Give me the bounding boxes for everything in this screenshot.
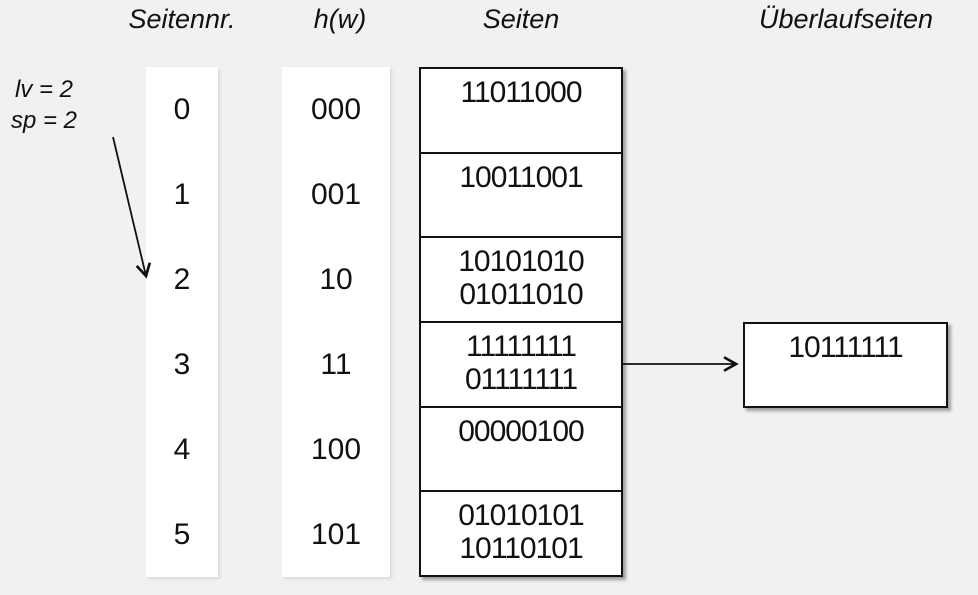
page-record-value: 11111111 — [466, 330, 577, 364]
header-hash-function: h(w) — [313, 4, 367, 34]
page-record-value: 10011001 — [459, 160, 583, 194]
page-record-value: 10110101 — [459, 532, 583, 566]
page-record-value — [421, 109, 621, 142]
page-row: 10101010 01011010 — [421, 238, 621, 324]
page-row: 11011000 — [421, 69, 621, 154]
level-split-annotation: lv = 2 sp = 2 — [6, 74, 82, 136]
split-pointer-arrow — [112, 136, 152, 279]
split-pointer-value: sp = 2 — [10, 107, 78, 134]
page-number-value: 2 — [173, 262, 191, 296]
hash-value: 101 — [310, 517, 362, 551]
page-number-value: 0 — [173, 92, 191, 126]
hash-value: 10 — [319, 262, 353, 296]
page-record-value — [421, 194, 621, 227]
overflow-page-box: 10111111 — [743, 322, 948, 408]
hash-value: 11 — [320, 347, 352, 381]
page-record-value: 01010101 — [458, 499, 584, 533]
page-number-value: 5 — [173, 517, 191, 551]
overflow-record-value: 10111111 — [788, 331, 903, 364]
level-value: lv = 2 — [14, 76, 74, 103]
hash-value: 000 — [310, 92, 362, 126]
page-row: 10011001 — [421, 154, 621, 239]
page-number-value: 3 — [173, 347, 191, 381]
pages-bucket-stack: 11011000 10011001 10101010 01011010 1111… — [419, 67, 623, 577]
hash-value: 100 — [310, 432, 362, 466]
page-record-value: 11011000 — [460, 76, 582, 109]
header-ueberlaufseiten: Überlaufseiten — [758, 4, 934, 34]
seitennr-column-strip — [146, 67, 218, 577]
page-number-value: 1 — [173, 177, 191, 211]
header-seiten: Seiten — [482, 4, 560, 34]
header-seitennr: Seitennr. — [128, 4, 236, 34]
page-record-value: 01011010 — [459, 278, 583, 312]
page-record-value — [421, 448, 621, 481]
page-number-value: 4 — [173, 432, 191, 466]
page-row: 01010101 10110101 — [421, 492, 621, 575]
page-row: 00000100 — [421, 408, 621, 493]
hash-column-strip — [282, 67, 390, 577]
page-record-value: 00000100 — [458, 414, 584, 448]
page-row: 11111111 01111111 — [421, 323, 621, 408]
page-record-value: 10101010 — [458, 245, 584, 279]
hash-value: 001 — [310, 177, 362, 211]
page-record-value: 01111111 — [464, 363, 578, 397]
